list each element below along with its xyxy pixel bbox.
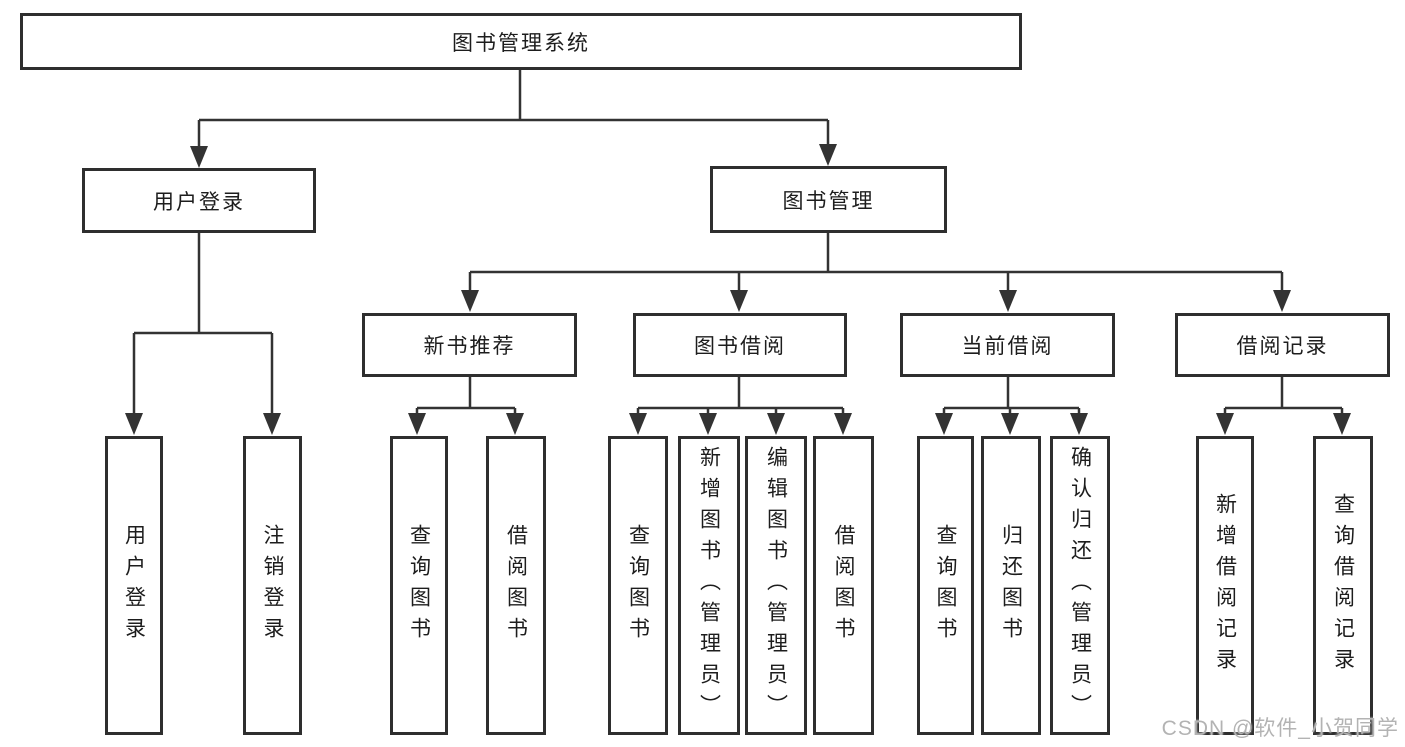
leaf-label: 注销登录: [261, 523, 284, 648]
leaf-user-login: 用户登录: [105, 436, 163, 735]
node-label: 图书借阅: [694, 335, 786, 358]
node-label: 用户登录: [153, 190, 245, 214]
leaf-borrow-books-recommend: 借阅图书: [486, 436, 546, 735]
leaf-add-book-admin: 新增图书（管理员）: [678, 436, 740, 735]
node-book-borrowing: 图书借阅: [633, 313, 847, 377]
leaf-label: 新增借阅记录: [1213, 492, 1237, 679]
node-label: 当前借阅: [961, 335, 1054, 358]
leaf-query-books-borrowing: 查询图书: [608, 436, 668, 735]
leaf-label: 借阅图书: [504, 523, 528, 648]
leaf-confirm-return-admin: 确认归还（管理员）: [1050, 436, 1110, 735]
leaf-borrow-books-borrowing: 借阅图书: [813, 436, 874, 735]
node-new-book-recommend: 新书推荐: [362, 313, 577, 377]
leaf-label: 查询图书: [407, 523, 431, 648]
node-label: 借阅记录: [1236, 335, 1329, 358]
leaf-label: 查询图书: [934, 523, 957, 648]
leaf-add-borrow-record: 新增借阅记录: [1196, 436, 1254, 735]
csdn-watermark: CSDN @软件_小贺同学: [1161, 717, 1399, 740]
leaf-query-borrow-record: 查询借阅记录: [1313, 436, 1373, 735]
leaf-label: 借阅图书: [832, 523, 855, 648]
leaf-return-books: 归还图书: [981, 436, 1041, 735]
leaf-query-books-recommend: 查询图书: [390, 436, 448, 735]
leaf-edit-book-admin: 编辑图书（管理员）: [745, 436, 807, 735]
node-label: 新书推荐: [423, 335, 516, 358]
leaf-label: 查询借阅记录: [1331, 492, 1355, 679]
node-book-management: 图书管理: [710, 166, 947, 233]
node-label: 图书管理: [782, 189, 875, 213]
leaf-label: 确认归还（管理员）: [1068, 446, 1092, 725]
leaf-logout: 注销登录: [243, 436, 302, 735]
node-current-borrowing: 当前借阅: [900, 313, 1115, 377]
leaf-label: 查询图书: [626, 523, 650, 648]
leaf-label: 用户登录: [122, 523, 146, 648]
leaf-label: 归还图书: [999, 523, 1023, 648]
leaf-label: 编辑图书（管理员）: [764, 446, 788, 725]
node-label: 图书管理系统: [452, 31, 590, 55]
node-library-system: 图书管理系统: [20, 13, 1022, 70]
node-user-login: 用户登录: [82, 168, 316, 233]
leaf-query-books-current: 查询图书: [917, 436, 974, 735]
node-borrowing-records: 借阅记录: [1175, 313, 1390, 377]
leaf-label: 新增图书（管理员）: [697, 446, 721, 725]
